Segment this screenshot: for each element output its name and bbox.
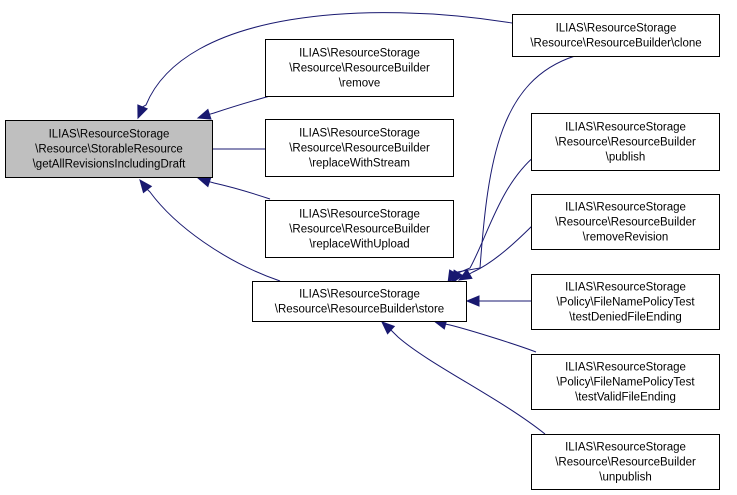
edge-store-to-focus [139,178,281,282]
arrowhead-icon [451,269,464,285]
node-label-line: \Resource\StorableResource [35,144,183,156]
node-label-line: ILIAS\ResourceStorage [565,362,686,374]
node-label-line: ILIAS\ResourceStorage [49,129,170,141]
edge-replaceWithUpload-to-focus [196,176,271,200]
node-replaceWithUpload[interactable]: ILIAS\ResourceStorage \Resource\ResourceB… [265,200,454,258]
node-label-line: \Resource\ResourceBuilder [555,457,696,469]
node-box [265,119,454,177]
node-label-line: ILIAS\ResourceStorage [299,289,420,301]
arrowhead-icon [137,104,149,120]
node-label-line: \Resource\ResourceBuilder\store [275,304,444,316]
edge-line [209,181,271,200]
edge-line [458,154,537,274]
node-testDenied[interactable]: ILIAS\ResourceStorage \Policy\FileNamePol… [531,274,720,330]
edge-line [147,189,281,282]
edge-line [469,221,537,275]
node-removeRevision[interactable]: ILIAS\ResourceStorage \Resource\ResourceB… [531,194,720,250]
node-label-line: ILIAS\ResourceStorage [299,128,420,140]
node-label-line: \replaceWithUpload [309,239,409,251]
node-box [5,120,213,178]
edge-testDenied-to-store [465,295,531,307]
node-label-line: \Resource\ResourceBuilder [289,224,430,236]
node-clone[interactable]: ILIAS\ResourceStorage \Resource\ResourceB… [512,14,720,57]
edge-publish-to-store [451,154,537,285]
node-box [512,14,720,57]
edges-layer [137,12,576,435]
node-label-line: \Resource\ResourceBuilder\clone [530,38,701,50]
node-remove[interactable]: ILIAS\ResourceStorage \Resource\ResourceB… [265,39,454,97]
node-box [531,354,720,410]
node-publish[interactable]: ILIAS\ResourceStorage \Resource\ResourceB… [531,113,720,171]
node-store[interactable]: ILIAS\ResourceStorage \Resource\ResourceB… [252,281,467,322]
arrowhead-icon [465,295,480,307]
edge-removeRevision-to-store [457,221,537,281]
node-label-line: \testValidFileEnding [575,392,676,404]
node-label-line: ILIAS\ResourceStorage [299,48,420,60]
node-focus[interactable]: ILIAS\ResourceStorage \Resource\StorableR… [5,120,213,178]
node-label-line: ILIAS\ResourceStorage [565,122,686,134]
edge-remove-to-focus [196,95,271,120]
node-label-line: \Policy\FileNamePolicyTest [556,297,695,309]
arrowhead-icon [381,321,396,335]
node-unpublish[interactable]: ILIAS\ResourceStorage \Resource\ResourceB… [531,434,720,490]
node-label-line: ILIAS\ResourceStorage [565,442,686,454]
node-box [531,274,720,330]
node-label-line: \publish [606,152,646,164]
node-label-line: \Resource\ResourceBuilder [289,63,430,75]
arrowhead-icon [196,176,212,188]
node-label-line: \getAllRevisionsIncludingDraft [33,159,187,171]
edge-line [390,329,546,435]
node-label-line: \removeRevision [583,232,669,244]
node-replaceWithStream[interactable]: ILIAS\ResourceStorage \Resource\ResourceB… [265,119,454,177]
edge-clone-to-focus [137,12,513,120]
edge-testValid-to-store [432,318,537,353]
arrowhead-icon [457,268,473,281]
node-label-line: ILIAS\ResourceStorage [565,202,686,214]
node-label-line: \Resource\ResourceBuilder [555,137,696,149]
node-label-line: \Policy\FileNamePolicyTest [556,377,695,389]
node-label-line: \testDeniedFileEnding [569,312,682,324]
arrowhead-icon [139,178,153,194]
node-label-line: ILIAS\ResourceStorage [299,209,420,221]
node-label-line: \Resource\ResourceBuilder [555,217,696,229]
node-box [531,194,720,250]
edge-line [445,323,537,353]
node-label-line: \replaceWithStream [309,158,410,170]
node-box [265,200,454,258]
arrowhead-icon [196,108,212,120]
node-label-line: \unpublish [599,472,651,484]
node-label-line: ILIAS\ResourceStorage [556,23,677,35]
node-label-line: \Resource\ResourceBuilder [289,143,430,155]
node-label-line: ILIAS\ResourceStorage [565,282,686,294]
node-box [531,434,720,490]
edge-unpublish-to-store [381,321,546,435]
node-label-line: \remove [339,78,381,90]
node-box [265,39,454,97]
edge-line [209,95,271,115]
node-box [531,113,720,171]
node-box [252,281,467,322]
nodes-layer: ILIAS\ResourceStorage \Resource\StorableR… [5,14,720,490]
node-testValid[interactable]: ILIAS\ResourceStorage \Policy\FileNamePol… [531,354,720,410]
edge-line [142,12,513,108]
